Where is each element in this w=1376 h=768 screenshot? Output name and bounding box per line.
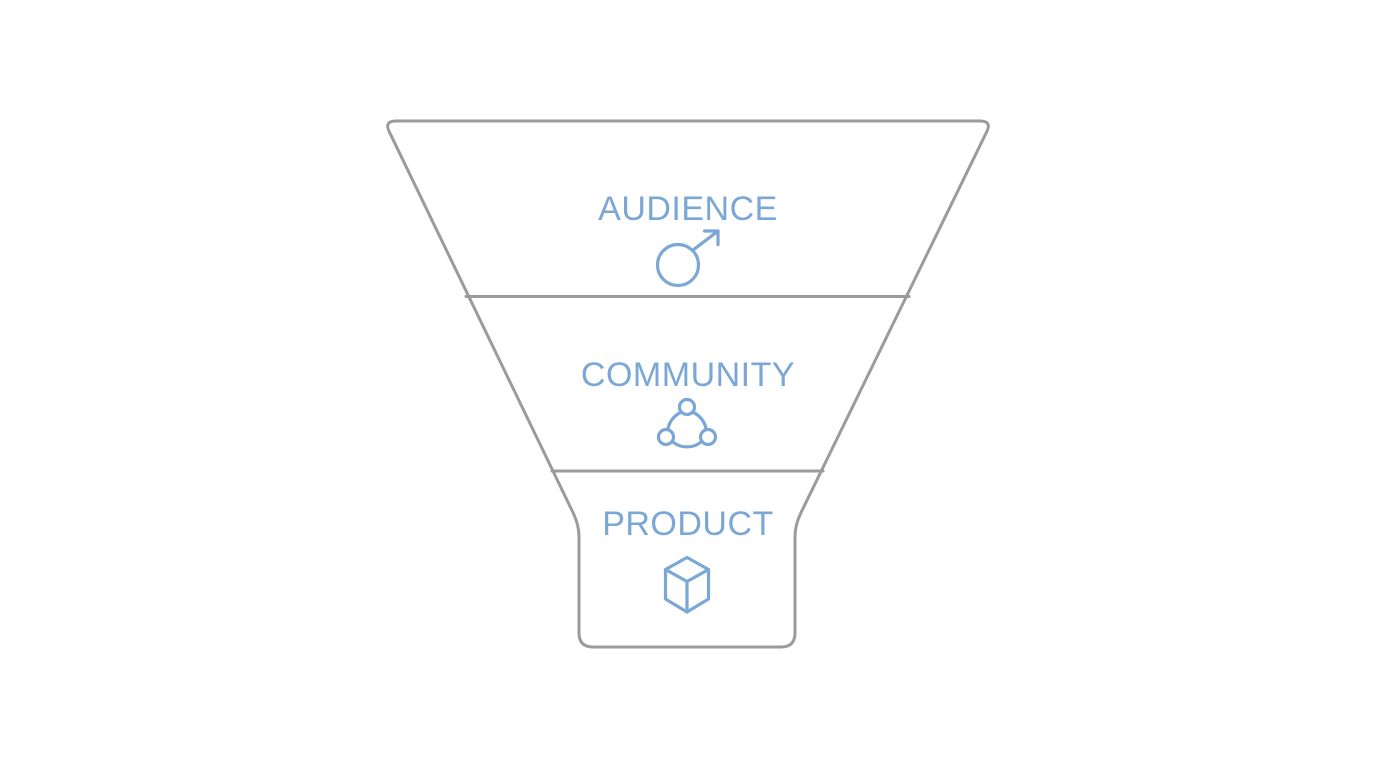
male-symbol-icon [655, 229, 720, 288]
cube-icon [663, 555, 711, 614]
stage-label-product: PRODUCT [602, 505, 774, 543]
stage-label-audience: AUDIENCE [598, 190, 778, 228]
community-icon [656, 397, 718, 449]
funnel-outline [386, 119, 990, 649]
stage-label-community: COMMUNITY [580, 356, 796, 394]
